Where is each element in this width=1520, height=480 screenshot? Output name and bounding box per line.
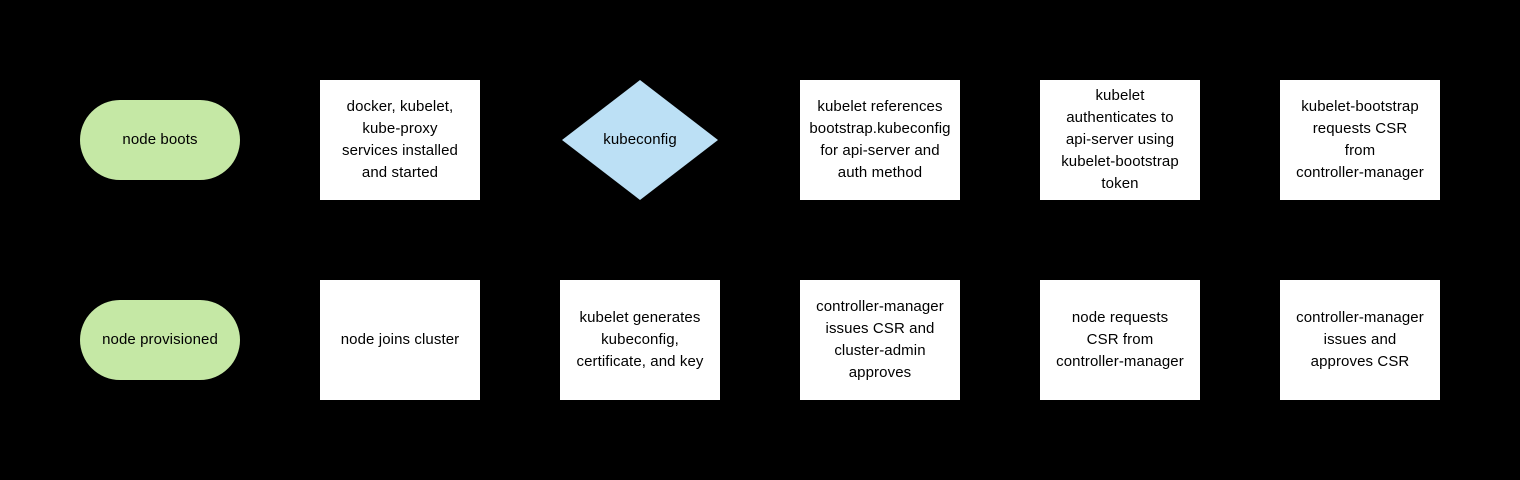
controller-manager-issues-csr[interactable]: controller-manager issues CSR and cluste… [800, 280, 960, 400]
controller-manager-issues-approves-label: controller-manager issues and approves C… [1296, 309, 1424, 370]
kubeconfig-decision[interactable]: kubeconfig [562, 80, 718, 200]
node-boots-label: node boots [122, 131, 198, 148]
node-requests-csr-label: node requests CSR from controller-manage… [1056, 309, 1184, 370]
kubelet-generates-kubeconfig[interactable]: kubelet generates kubeconfig, certificat… [560, 280, 720, 400]
services-installed-label: docker, kubelet, kube-proxy services ins… [341, 98, 458, 181]
kubelet-references-bootstrap[interactable]: kubelet references bootstrap.kubeconfig … [800, 80, 960, 200]
node-provisioned[interactable]: node provisioned [80, 300, 240, 380]
services-installed[interactable]: docker, kubelet, kube-proxy services ins… [320, 80, 480, 200]
node-boots[interactable]: node boots [80, 100, 240, 180]
node-requests-csr[interactable]: node requests CSR from controller-manage… [1040, 280, 1200, 400]
kubelet-generates-kubeconfig-label: kubelet generates kubeconfig, certificat… [576, 309, 704, 370]
node-joins-cluster-label: node joins cluster [340, 331, 460, 348]
node-joins-cluster[interactable]: node joins cluster [320, 280, 480, 400]
kubelet-bootstrap-requests-csr-label: kubelet-bootstrap requests CSR from cont… [1296, 98, 1424, 181]
kubelet-authenticates-label: kubelet authenticates to api-server usin… [1061, 87, 1179, 192]
kubelet-bootstrap-requests-csr[interactable]: kubelet-bootstrap requests CSR from cont… [1280, 80, 1440, 200]
kubelet-authenticates[interactable]: kubelet authenticates to api-server usin… [1040, 80, 1200, 200]
kubeconfig-decision-label: kubeconfig [603, 131, 677, 148]
controller-manager-issues-approves[interactable]: controller-manager issues and approves C… [1280, 280, 1440, 400]
controller-manager-issues-csr-label: controller-manager issues CSR and cluste… [816, 298, 944, 381]
kubelet-references-bootstrap-label: kubelet references bootstrap.kubeconfig … [809, 98, 951, 181]
node-provisioned-label: node provisioned [102, 331, 218, 348]
